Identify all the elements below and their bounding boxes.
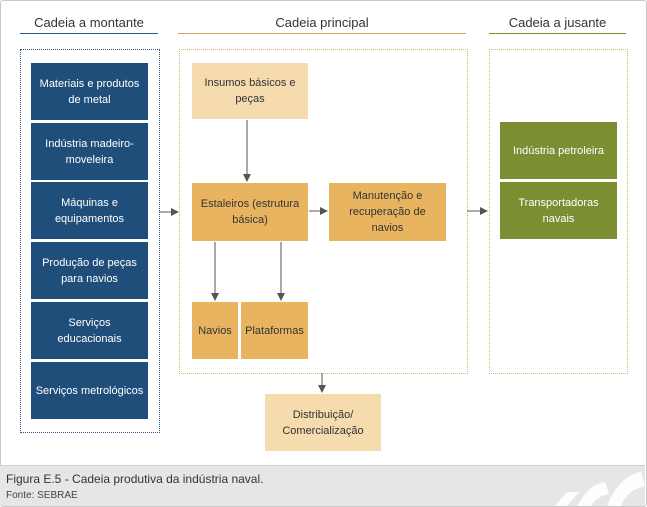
node-distribution: Distribuição/ Comercialização <box>265 394 381 451</box>
upstream-item-ship-parts: Produção de peças para navios <box>31 242 148 299</box>
node-ships: Navios <box>192 302 238 359</box>
node-inputs: Insumos básicos e peças <box>192 63 308 119</box>
downstream-group <box>489 49 628 374</box>
upstream-group <box>20 49 160 433</box>
watermark-logo-icon <box>555 472 645 506</box>
node-platforms: Plataformas <box>241 302 308 359</box>
downstream-item-oil-industry: Indústria petroleira <box>500 122 617 179</box>
figure-caption: Figura E.5 - Cadeia produtiva da indústr… <box>0 465 645 506</box>
column-header-downstream: Cadeia a jusante <box>489 15 626 34</box>
upstream-item-education: Serviços educacionais <box>31 302 148 359</box>
upstream-item-metrology: Serviços metrológicos <box>31 362 148 419</box>
upstream-item-machines: Máquinas e equipamentos <box>31 182 148 239</box>
column-header-main: Cadeia principal <box>178 15 466 34</box>
upstream-item-metal: Materiais e produtos de metal <box>31 63 148 120</box>
downstream-item-naval-transport: Transportadoras navais <box>500 182 617 239</box>
caption-title: Figura E.5 - Cadeia produtiva da indústr… <box>6 472 264 486</box>
caption-source: Fonte: SEBRAE <box>6 490 78 501</box>
node-maintenance: Manutenção e recuperação de navios <box>329 183 446 241</box>
upstream-item-wood-furniture: Indústria madeiro-moveleira <box>31 123 148 180</box>
column-header-upstream: Cadeia a montante <box>20 15 158 34</box>
node-shipyards: Estaleiros (estrutura básica) <box>192 183 308 241</box>
